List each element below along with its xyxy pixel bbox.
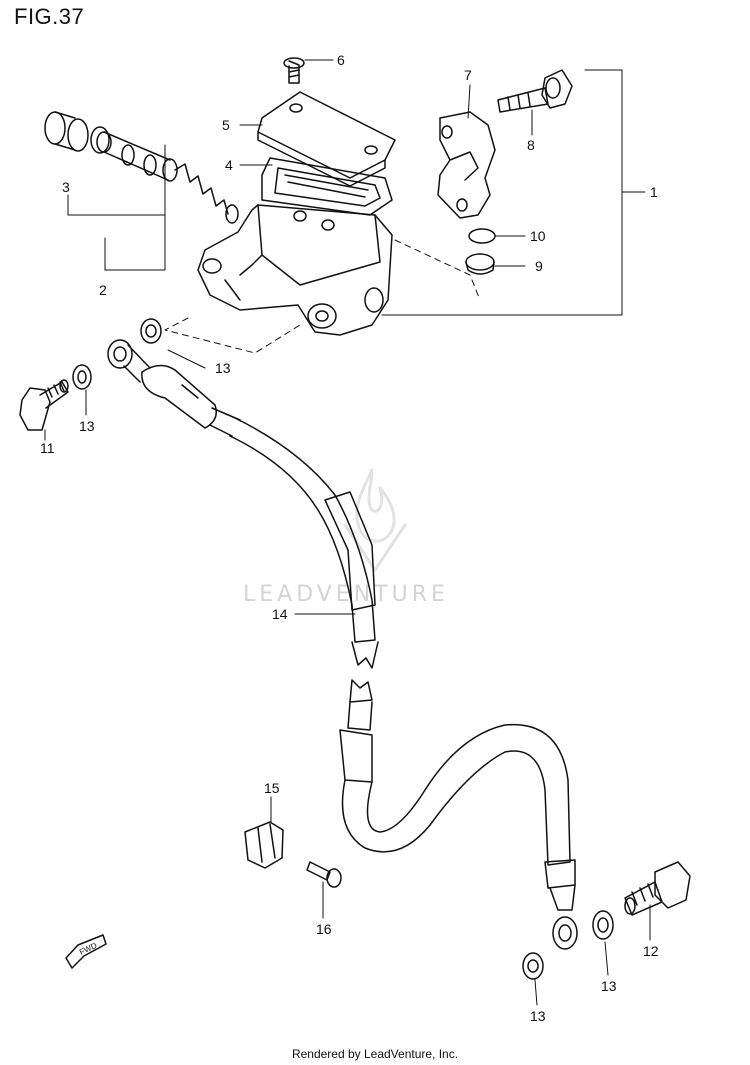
washer-upper-right (140, 318, 162, 344)
callout-4: 4 (225, 157, 233, 173)
callout-3: 3 (62, 179, 70, 195)
callout-15: 15 (264, 780, 280, 796)
master-cylinder (197, 204, 393, 336)
callout-13-upper-right: 13 (215, 360, 231, 376)
callout-11: 11 (40, 440, 55, 456)
o-ring (468, 228, 496, 244)
callout-1: 1 (650, 184, 658, 200)
callout-7: 7 (464, 67, 472, 83)
callout-13-lower-left: 13 (530, 1008, 546, 1024)
figure-title: FIG.37 (14, 4, 85, 29)
piston-set (44, 111, 239, 224)
washer-lower-right (592, 910, 614, 940)
callout-2: 2 (99, 282, 107, 298)
watermark-logo-icon (343, 468, 407, 572)
hose-clamp (244, 821, 284, 869)
callout-16: 16 (316, 921, 332, 937)
callout-10: 10 (530, 228, 546, 244)
callout-5: 5 (222, 117, 230, 133)
washer-lower-left (522, 952, 544, 980)
union-bolt-upper (19, 379, 69, 431)
watermark-text: LEADVENTURE (243, 582, 449, 607)
washer-upper-left (72, 364, 92, 390)
callout-8: 8 (527, 137, 535, 153)
handlebar-holder (437, 111, 496, 219)
callout-12: 12 (643, 943, 659, 959)
union-bolt-lower (624, 861, 691, 916)
footer-credit: Rendered by LeadVenture, Inc. (291, 1047, 459, 1061)
forward-arrow-icon (65, 934, 107, 969)
dust-cap (465, 253, 495, 275)
callout-14: 14 (272, 606, 288, 622)
callout-13-upper-left: 13 (79, 418, 95, 434)
callout-6: 6 (337, 52, 345, 68)
callout-9: 9 (535, 258, 543, 274)
callout-13-lower-right: 13 (601, 978, 617, 994)
reservoir-cap (257, 91, 396, 187)
reservoir-diaphragm (261, 157, 393, 216)
leader-lines (44, 59, 651, 1006)
cap-screw (283, 57, 305, 84)
holder-bolt (497, 69, 573, 113)
brake-hose (107, 339, 578, 950)
clamp-screw (306, 861, 342, 888)
